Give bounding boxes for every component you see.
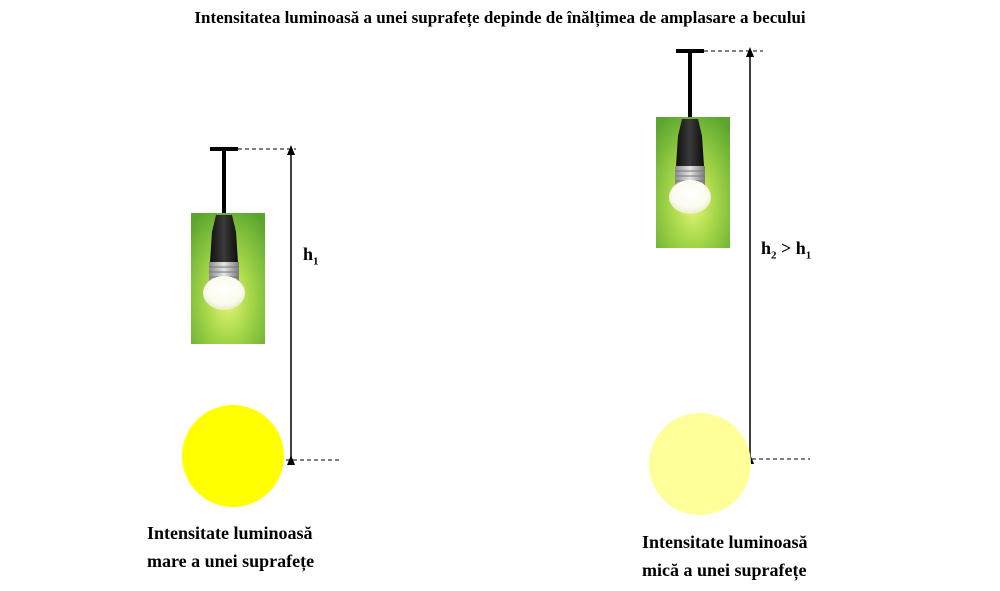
left-cord xyxy=(222,151,226,215)
right-lightbulb-icon xyxy=(669,119,711,214)
right-caption-line1: Intensitate luminoasă xyxy=(642,532,808,552)
right-height-subscript-1: 1 xyxy=(805,249,812,262)
right-cord xyxy=(688,53,692,119)
right-height-h2: h xyxy=(761,238,772,258)
left-height-h: h xyxy=(303,244,314,264)
left-height-label: h1 xyxy=(303,244,319,268)
right-caption-line2: mică a unei suprafețe xyxy=(642,560,807,580)
right-ceiling-mount xyxy=(676,49,704,53)
left-caption: Intensitate luminoasă mare a unei supraf… xyxy=(147,519,314,575)
left-bulb-assembly xyxy=(182,145,340,507)
right-height-h1: h xyxy=(795,238,806,258)
right-height-operator: > xyxy=(776,238,796,258)
right-illuminated-surface xyxy=(649,413,751,515)
left-height-subscript: 1 xyxy=(313,255,319,268)
right-caption: Intensitate luminoasă mică a unei supraf… xyxy=(642,528,808,584)
right-height-subscript-2: 2 xyxy=(771,249,777,262)
left-caption-line1: Intensitate luminoasă xyxy=(147,523,313,543)
left-illuminated-surface xyxy=(182,405,284,507)
diagram-title: Intensitatea luminoasă a unei suprafețe … xyxy=(194,8,806,27)
right-bulb-assembly xyxy=(649,47,810,515)
left-ceiling-mount xyxy=(210,147,238,151)
right-height-label: h2 > h1 xyxy=(761,238,811,262)
left-lightbulb-icon xyxy=(203,215,245,310)
left-caption-line2: mare a unei suprafețe xyxy=(147,551,315,571)
